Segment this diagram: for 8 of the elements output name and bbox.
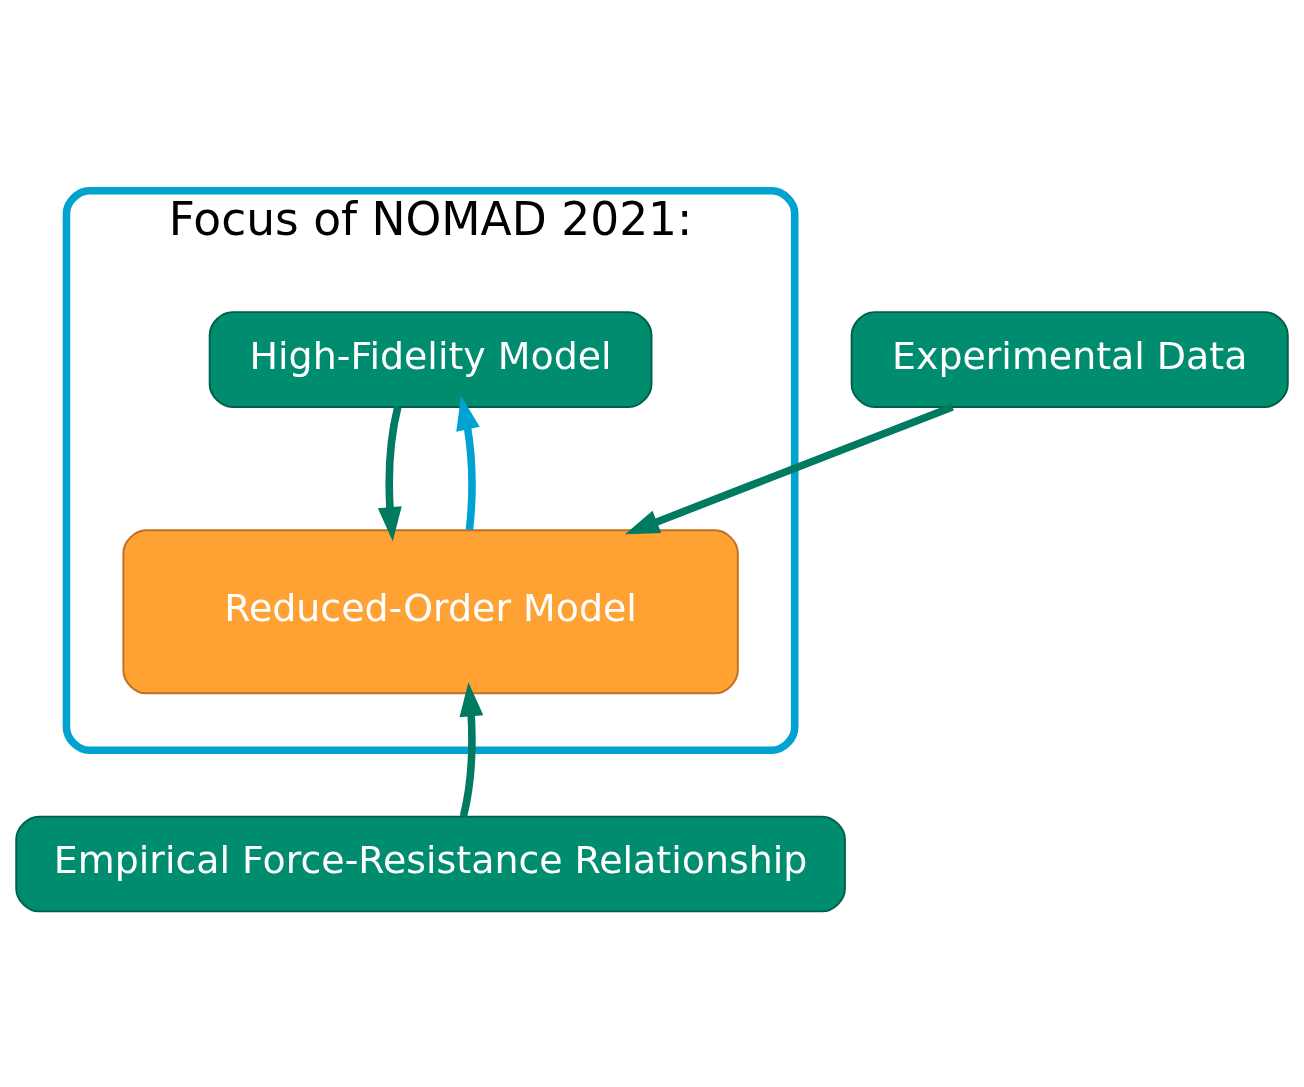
node-box: Experimental Data: [850, 311, 1289, 408]
arrow: [459, 682, 484, 818]
node-box: Empirical Force-Resistance Relationship: [15, 815, 846, 913]
arrow: [456, 395, 480, 531]
arrow: [377, 406, 402, 542]
node-box: Reduced-Order Model: [122, 529, 739, 695]
arrow: [624, 403, 954, 535]
node-box: High-Fidelity Model: [208, 311, 653, 408]
